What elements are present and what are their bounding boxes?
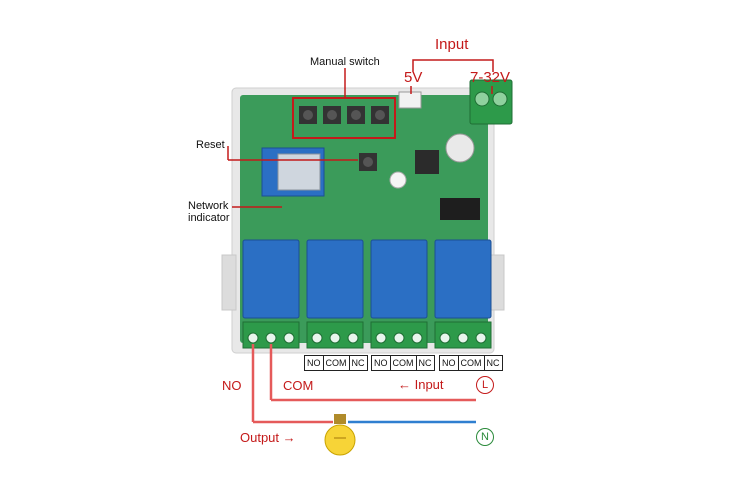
terminal-label: NO — [371, 355, 391, 371]
v7-32-label: 7-32V — [470, 69, 511, 86]
output-terminals — [242, 321, 492, 349]
terminal-label: COM — [322, 355, 350, 371]
terminal-label: NC — [483, 355, 503, 371]
enclosure-left-clip — [221, 254, 237, 311]
terminal-screw — [311, 332, 323, 344]
usb-port — [398, 91, 422, 109]
input-arrow-label: ← Input — [398, 377, 444, 392]
terminal-label: NC — [415, 355, 435, 371]
light-bulb-icon — [324, 414, 356, 456]
terminal-screw — [347, 332, 359, 344]
input-terminal-block — [469, 79, 513, 125]
relay-group — [242, 239, 492, 319]
button-icon — [363, 157, 373, 167]
terminal-screw — [475, 332, 487, 344]
no-label: NO — [222, 378, 242, 393]
terminal-labels-relay-3: NO COM NC — [371, 355, 435, 371]
terminal-label: COM — [457, 355, 485, 371]
relay-icon — [434, 239, 492, 319]
manual-switch-box — [292, 97, 396, 139]
capacitor — [445, 133, 475, 163]
terminal-screw — [329, 332, 341, 344]
manual-switch-label: Manual switch — [310, 56, 380, 68]
terminal-screw — [247, 332, 259, 344]
relay-icon — [306, 239, 364, 319]
neutral-symbol: N — [476, 428, 494, 446]
terminal-screw — [393, 332, 405, 344]
buzzer — [389, 171, 407, 189]
relay-icon — [242, 239, 300, 319]
terminal-screw — [439, 332, 451, 344]
bulb-glass — [324, 424, 356, 456]
button-icon — [351, 110, 361, 120]
button-icon — [303, 110, 313, 120]
terminal-screw — [375, 332, 387, 344]
terminal-labels-relay-2: NO COM NC — [304, 355, 368, 371]
terminal-label: COM — [389, 355, 417, 371]
input-bracket — [412, 59, 494, 72]
terminal-screw — [411, 332, 423, 344]
live-symbol: L — [476, 376, 494, 394]
input-terminal-screw — [474, 91, 490, 107]
relay-icon — [370, 239, 428, 319]
enclosure-right-clip — [489, 254, 505, 311]
terminal-screw — [457, 332, 469, 344]
bulb-base — [334, 414, 346, 424]
terminal-labels-relay-4: NO COM NC — [439, 355, 503, 371]
terminal-label: NO — [304, 355, 324, 371]
com-label: COM — [283, 378, 314, 393]
inductor — [415, 150, 439, 174]
v5-label: 5V — [404, 69, 423, 86]
input-terminal-screw — [492, 91, 508, 107]
input-title: Input — [435, 36, 469, 53]
button-icon — [327, 110, 337, 120]
network-indicator-label: Network indicator — [188, 200, 230, 224]
terminal-label: NO — [439, 355, 459, 371]
button-icon — [375, 110, 385, 120]
terminal-label: NC — [348, 355, 368, 371]
manual-switch-buttons — [299, 106, 389, 124]
terminal-screw — [283, 332, 295, 344]
reset-label: Reset — [196, 139, 225, 151]
output-label: Output → — [240, 430, 296, 445]
rf-module — [440, 198, 480, 220]
terminal-screw — [265, 332, 277, 344]
